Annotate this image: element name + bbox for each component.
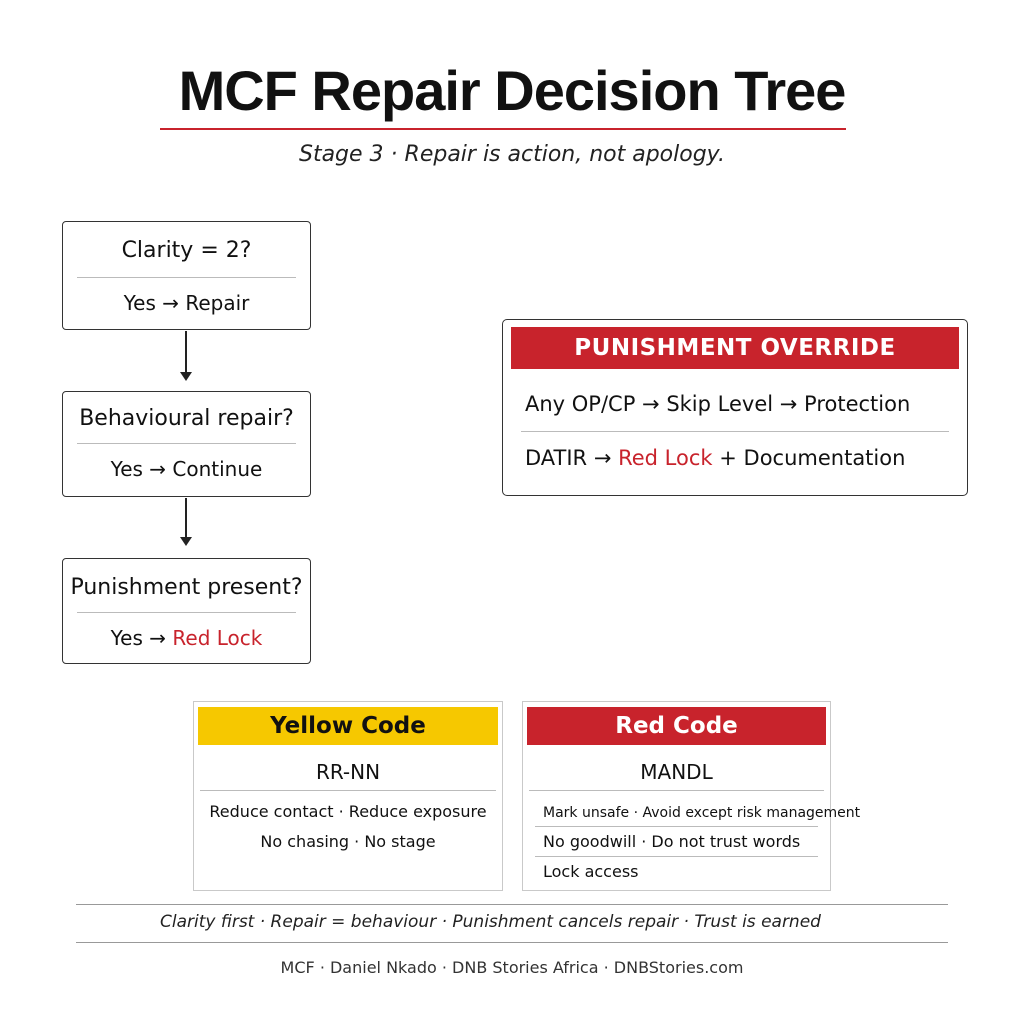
yellow-code-divider <box>200 790 496 791</box>
override-divider <box>521 431 949 432</box>
override-rule-datir: DATIR → Red Lock + Documentation <box>525 446 949 470</box>
red-code-item-2: No goodwill · Do not trust words <box>543 832 801 851</box>
node-answer-prefix: Yes → <box>110 626 173 650</box>
flow-arrow-line <box>185 331 187 373</box>
decision-node-clarity: Clarity = 2? Yes → Repair <box>62 221 311 330</box>
yellow-code-line-2: No chasing · No stage <box>260 832 436 851</box>
red-code-acronym: MANDL <box>640 760 713 784</box>
page-subtitle: Stage 3 · Repair is action, not apology. <box>298 142 725 167</box>
red-code-card: Red Code MANDL Mark unsafe · Avoid excep… <box>522 701 860 891</box>
red-code-divider <box>529 790 824 791</box>
arrow-down-icon <box>180 372 192 381</box>
override-rule-op-cp: Any OP/CP → Skip Level → Protection <box>525 392 911 416</box>
node-divider <box>77 612 296 613</box>
override-datir-prefix: DATIR → <box>525 446 619 470</box>
decision-node-punishment: Punishment present? Yes → Red Lock <box>62 558 311 664</box>
node-answer: Yes → Continue <box>110 457 263 481</box>
red-code-item-3: Lock access <box>543 862 639 881</box>
yellow-code-card: Yellow Code RR-NN Reduce contact · Reduc… <box>193 701 503 891</box>
node-divider <box>77 443 296 444</box>
credits-line: MCF · Daniel Nkado · DNB Stories Africa … <box>280 958 744 977</box>
red-code-divider <box>535 856 818 857</box>
red-code-item-1: Mark unsafe · Avoid except risk manageme… <box>543 802 860 821</box>
decision-node-behavioural-repair: Behavioural repair? Yes → Continue <box>62 391 311 497</box>
footer-divider-bottom <box>76 942 948 943</box>
title-divider <box>160 128 846 130</box>
footer-divider-top <box>76 904 948 905</box>
punishment-override-panel: PUNISHMENT OVERRIDE Any OP/CP → Skip Lev… <box>502 319 968 496</box>
override-title: PUNISHMENT OVERRIDE <box>511 327 959 369</box>
node-answer: Yes → Red Lock <box>63 626 310 650</box>
yellow-code-acronym: RR-NN <box>315 760 381 784</box>
yellow-code-line-1: Reduce contact · Reduce exposure <box>209 802 487 821</box>
page-title: MCF Repair Decision Tree <box>178 59 847 122</box>
node-question: Clarity = 2? <box>121 238 252 263</box>
override-red-lock: Red Lock <box>618 446 713 470</box>
node-answer-red-lock: Red Lock <box>172 626 263 650</box>
arrow-down-icon <box>180 537 192 546</box>
node-answer: Yes → Repair <box>123 291 250 315</box>
yellow-code-title: Yellow Code <box>198 707 498 745</box>
principles-line: Clarity first · Repair = behaviour · Pun… <box>160 912 821 932</box>
red-code-item-1-text: Mark unsafe · Avoid except risk manageme… <box>543 805 861 821</box>
node-question: Behavioural repair? <box>79 406 294 431</box>
node-question: Punishment present? <box>70 575 303 600</box>
node-divider <box>77 277 296 278</box>
red-code-divider <box>535 826 818 827</box>
flow-arrow-line <box>185 498 187 538</box>
override-datir-suffix: + Documentation <box>712 446 906 470</box>
red-code-title: Red Code <box>527 707 826 745</box>
